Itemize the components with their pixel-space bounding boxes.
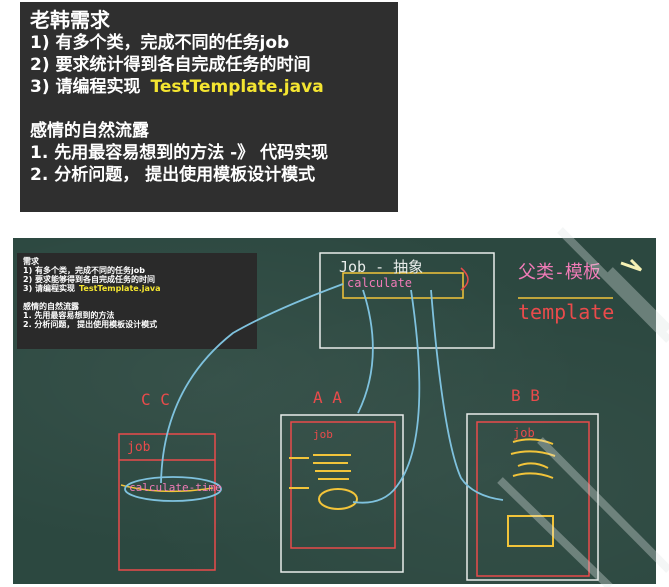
filename-highlight: TestTemplate.java bbox=[150, 77, 324, 97]
blue-connector-c bbox=[160, 283, 344, 484]
calculate-time-label: calculate-time bbox=[129, 481, 222, 494]
class-b-job-label: job bbox=[513, 426, 535, 440]
blue-connector-b bbox=[430, 289, 504, 501]
board-step-1: 1. 先用最容易想到的方法 bbox=[23, 311, 115, 320]
step-2: 2. 分析问题， 提出使用模板设计模式 bbox=[30, 165, 316, 185]
class-b-label: B B bbox=[511, 386, 540, 405]
class-c-label: C C bbox=[141, 390, 170, 409]
board-requirement-2: 2) 要求能够得到各自完成任务的时间 bbox=[23, 275, 156, 284]
class-c-job-label: job bbox=[127, 440, 151, 455]
board-filename-highlight: TestTemplate.java bbox=[79, 284, 161, 293]
board-requirement-1: 1) 有多个类，完成不同的任务job bbox=[23, 266, 145, 275]
blue-connector-a bbox=[352, 289, 421, 504]
requirements-card: 老韩需求 1) 有多个类，完成不同的任务job 2) 要求统计得到各自完成任务的… bbox=[20, 2, 398, 212]
board-requirement-3-text: 3) 请编程实现 bbox=[23, 284, 76, 293]
blackboard-photo: 需求 1) 有多个类，完成不同的任务job 2) 要求能够得到各自完成任务的时间… bbox=[13, 238, 656, 584]
calculate-box bbox=[342, 272, 464, 299]
abstract-job-label: Job - 抽象 bbox=[339, 258, 424, 276]
board-requirements-card: 需求 1) 有多个类，完成不同的任务job 2) 要求能够得到各自完成任务的时间… bbox=[17, 253, 257, 349]
parent-template-label: 父类-模板 bbox=[518, 262, 601, 283]
requirement-3-text: 3) 请编程实现 bbox=[30, 77, 141, 97]
class-a-box bbox=[280, 414, 404, 573]
class-a-job-label: job bbox=[313, 428, 333, 441]
card-subtitle: 感情的自然流露 bbox=[30, 121, 149, 141]
class-b-box bbox=[466, 413, 599, 581]
abstract-job-box bbox=[319, 252, 495, 349]
red-arrow bbox=[460, 267, 469, 291]
chalk-diagram bbox=[118, 252, 643, 581]
template-label: template bbox=[518, 300, 615, 324]
requirement-2: 2) 要求统计得到各自完成任务的时间 bbox=[30, 55, 311, 75]
calculate-label: calculate bbox=[347, 276, 413, 290]
card-title: 老韩需求 bbox=[30, 8, 110, 32]
requirement-1: 1) 有多个类，完成不同的任务job bbox=[30, 33, 290, 53]
class-a-label: A A bbox=[313, 388, 342, 407]
board-step-2: 2. 分析问题， 提出使用模板设计模式 bbox=[23, 320, 158, 329]
board-card-subtitle: 感情的自然流露 bbox=[23, 302, 79, 311]
step-1: 1. 先用最容易想到的方法 -》 代码实现 bbox=[30, 143, 329, 163]
requirement-3: 3) 请编程实现 TestTemplate.java bbox=[30, 76, 388, 98]
board-card-title: 需求 bbox=[23, 257, 39, 266]
